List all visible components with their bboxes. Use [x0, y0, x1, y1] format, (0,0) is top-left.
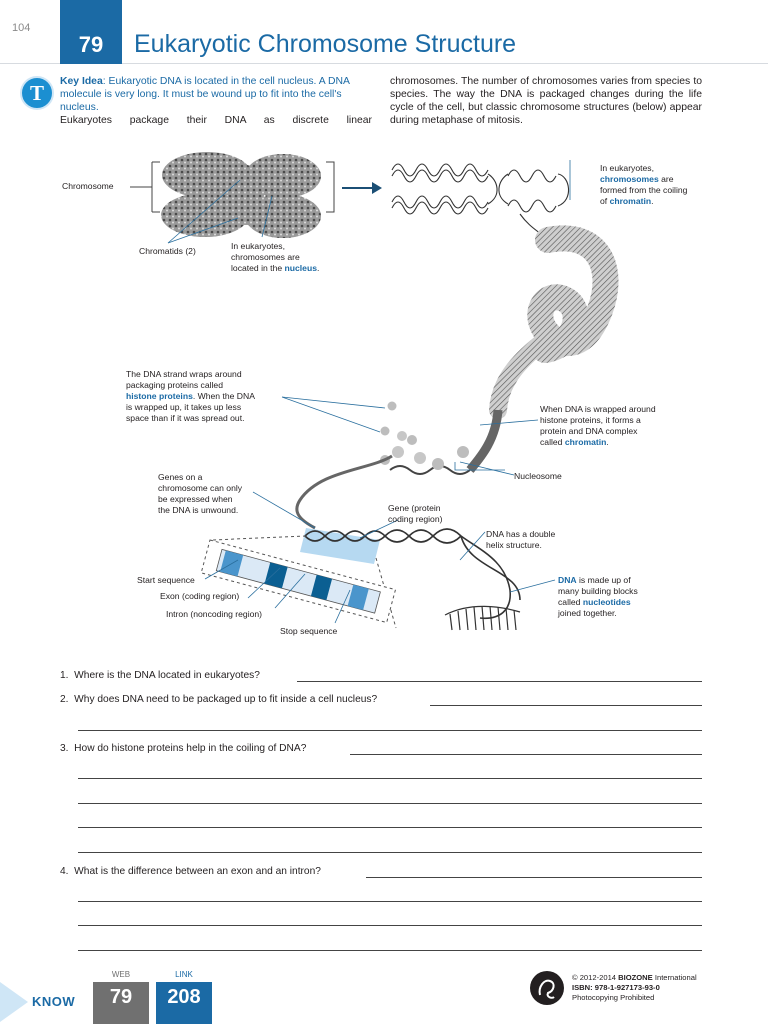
label-leader-lines	[204, 396, 556, 624]
chromatin-fibre-drawing	[466, 225, 619, 473]
answer-line-3d[interactable]	[78, 827, 702, 828]
arrow-head-icon	[372, 182, 382, 194]
chromosome-bracket-right	[326, 161, 335, 213]
question-3: 3. How do histone proteins help in the c…	[60, 743, 307, 754]
answer-line-4b[interactable]	[78, 901, 702, 902]
link-caption: LINK	[175, 970, 193, 979]
answer-line-3a[interactable]	[350, 754, 702, 755]
nucleotides-label: DNA is made up of many building blocks c…	[558, 575, 638, 618]
key-idea-text: : Eukaryotic DNA is located in the cell …	[60, 76, 350, 113]
exon-label: Exon (coding region)	[160, 591, 240, 601]
web-tab[interactable]: 79	[93, 982, 149, 1024]
answer-line-3c[interactable]	[78, 803, 702, 804]
nucleosome-drawing	[295, 401, 471, 530]
intro-right-column: chromosomes. The number of chromosomes v…	[390, 76, 702, 126]
answer-line-4d[interactable]	[78, 950, 702, 951]
chromosome-label: Chromosome	[62, 181, 114, 191]
answer-line-3b[interactable]	[78, 778, 702, 779]
know-label: KNOW	[32, 994, 76, 1009]
intro-left-column: Key Idea: Eukaryotic DNA is located in t…	[60, 75, 372, 127]
chromatin-coiling-label: In eukaryotes,chromosomes are formed fro…	[600, 163, 688, 206]
chromosome-structure-diagram	[130, 152, 619, 631]
header-rule	[0, 63, 768, 64]
teacher-t-icon: T	[20, 76, 54, 110]
nucleotides-drawing	[444, 605, 521, 631]
answer-line-2a[interactable]	[430, 705, 702, 706]
double-helix-drawing	[304, 528, 521, 619]
link-tab[interactable]: 208	[156, 982, 212, 1024]
activity-number-tab: 79	[60, 0, 122, 64]
answer-line-3e[interactable]	[78, 852, 702, 853]
gene-highlight-band	[300, 528, 380, 564]
answer-line-4c[interactable]	[78, 925, 702, 926]
chromosome-bracket	[130, 161, 160, 213]
key-idea-label: Key Idea	[60, 76, 103, 87]
footer-arrow-icon	[0, 982, 28, 1022]
answer-line-2b[interactable]	[78, 730, 702, 731]
copyright-block: © 2012-2014 BIOZONE International ISBN: …	[572, 973, 697, 1002]
question-2: 2. Why does DNA need to be packaged up t…	[60, 694, 378, 705]
biozone-logo-icon	[530, 971, 564, 1005]
question-1: 1. Where is the DNA located in eukaryote…	[60, 670, 260, 681]
stop-sequence-label: Stop sequence	[280, 626, 338, 636]
chromatids-label: Chromatids (2)	[139, 246, 196, 256]
web-caption: WEB	[111, 970, 131, 979]
coiled-chromosome-drawing	[391, 163, 570, 241]
answer-line-4a[interactable]	[366, 877, 702, 878]
intro-left-text: Eukaryotes package their DNA as discrete…	[60, 115, 372, 126]
answer-line-1a[interactable]	[297, 681, 702, 682]
nucleosome-label: Nucleosome	[514, 471, 562, 481]
question-4: 4. What is the difference between an exo…	[60, 866, 321, 877]
intron-label: Intron (noncoding region)	[166, 609, 263, 619]
chromosome-micrograph	[161, 152, 321, 238]
page-title: Eukaryotic Chromosome Structure	[134, 30, 517, 58]
start-sequence-label: Start sequence	[137, 575, 195, 585]
page-number: 104	[12, 22, 31, 34]
nucleus-label: In eukaryotes,chromosomes are located in…	[231, 241, 320, 273]
